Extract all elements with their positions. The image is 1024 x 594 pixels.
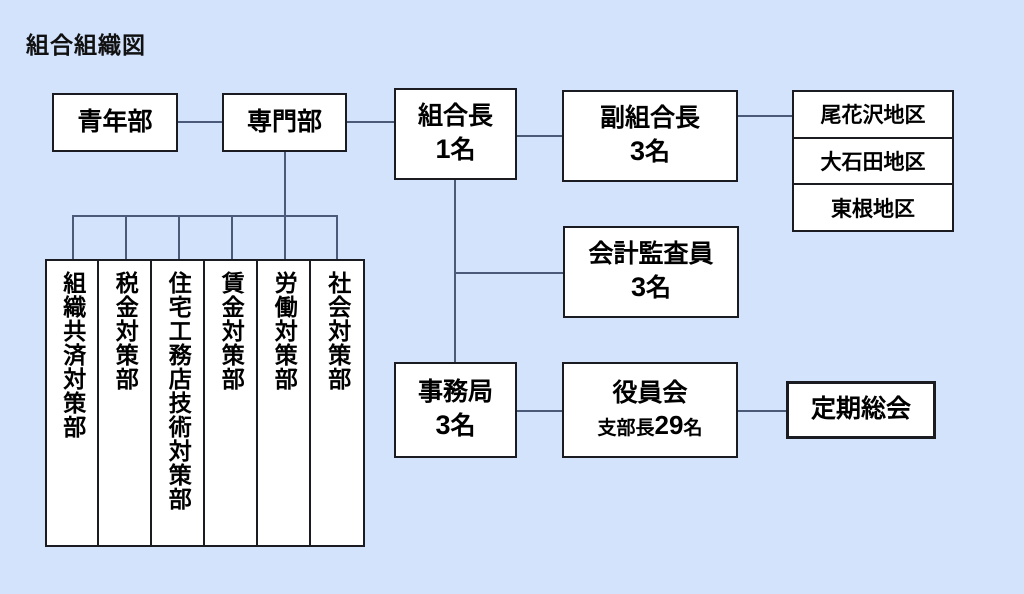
node-vice-chairman-count-unit: 名 [645, 137, 671, 166]
department-cell-3[interactable]: 住宅工務店技術対策部 [152, 261, 205, 545]
connector-specialist-drop [284, 152, 286, 216]
connector-department-drop-3 [178, 215, 180, 260]
department-label-3: 住宅工務店技術対策部 [165, 271, 192, 511]
department-label-6: 社会対策部 [324, 271, 351, 391]
node-chairman-count-unit: 名 [450, 135, 476, 164]
connector-department-drop-5 [284, 215, 286, 260]
district-group: 尾花沢地区 大石田地区 東根地区 [792, 90, 954, 232]
node-vice-chairman-count-number: 3 [629, 135, 645, 166]
node-board-sub-label: 支部長 [597, 417, 655, 439]
page-title: 組合組織図 [26, 32, 146, 58]
node-auditor[interactable]: 会計監査員 3名 [563, 226, 739, 318]
node-chairman-title: 組合長 [417, 102, 493, 131]
node-secretariat[interactable]: 事務局 3名 [394, 362, 517, 458]
department-strip: 組織共済対策部 税金対策部 住宅工務店技術対策部 賃金対策部 労働対策部 社会対… [45, 259, 365, 547]
connector-board-to-meeting [738, 410, 786, 412]
node-secretariat-count-number: 3 [435, 409, 451, 440]
node-auditor-count-number: 3 [630, 271, 646, 302]
node-auditor-title: 会計監査員 [588, 240, 714, 269]
connector-youth-to-specialist [178, 121, 224, 123]
connector-department-drop-1 [72, 215, 74, 260]
node-specialist-division[interactable]: 専門部 [222, 93, 347, 152]
connector-secretariat-to-board [517, 410, 563, 412]
department-label-2: 税金対策部 [112, 271, 139, 391]
district-row-1[interactable]: 尾花沢地区 [794, 92, 952, 139]
node-youth-division[interactable]: 青年部 [52, 93, 178, 152]
node-board-sub-number: 29 [654, 409, 684, 440]
node-vice-chairman-title: 副組合長 [599, 104, 700, 133]
node-secretariat-title: 事務局 [417, 378, 493, 407]
node-chairman[interactable]: 組合長 1名 [394, 88, 517, 180]
node-vice-chairman-count: 3名 [630, 136, 670, 168]
connector-chairman-to-vice [517, 135, 563, 137]
node-vice-chairman[interactable]: 副組合長 3名 [562, 90, 738, 182]
connector-specialist-to-chairman [347, 121, 395, 123]
node-general-meeting-label: 定期総会 [810, 395, 911, 424]
connector-department-drop-2 [125, 215, 127, 260]
department-label-1: 組織共済対策部 [59, 271, 86, 439]
node-board[interactable]: 役員会 支部長29名 [562, 362, 738, 458]
node-secretariat-count-unit: 名 [450, 411, 476, 440]
department-cell-5[interactable]: 労働対策部 [258, 261, 311, 545]
department-cell-1[interactable]: 組織共済対策部 [47, 261, 99, 545]
connector-department-drop-4 [231, 215, 233, 260]
node-chairman-count-number: 1 [435, 133, 451, 164]
node-youth-division-label: 青年部 [77, 107, 153, 136]
connector-trunk-to-auditor [454, 272, 563, 274]
connector-department-bus [72, 215, 338, 217]
node-board-title: 役員会 [612, 379, 688, 408]
node-general-meeting[interactable]: 定期総会 [786, 381, 936, 439]
connector-department-drop-6 [336, 215, 338, 260]
node-auditor-count-unit: 名 [646, 273, 672, 302]
node-specialist-division-label: 専門部 [246, 107, 322, 136]
department-label-4: 賃金対策部 [218, 271, 245, 391]
district-row-3[interactable]: 東根地区 [831, 197, 915, 221]
node-board-subtitle: 支部長29名 [598, 410, 703, 441]
department-cell-2[interactable]: 税金対策部 [99, 261, 152, 545]
district-row-2[interactable]: 大石田地区 [794, 139, 952, 186]
node-secretariat-count: 3名 [435, 410, 475, 442]
department-label-5: 労働対策部 [271, 271, 298, 391]
department-cell-6[interactable]: 社会対策部 [311, 261, 363, 545]
node-auditor-count: 3名 [631, 272, 671, 304]
department-cell-4[interactable]: 賃金対策部 [205, 261, 258, 545]
node-chairman-count: 1名 [435, 134, 475, 166]
connector-vice-to-districts [738, 115, 792, 117]
node-board-sub-unit: 名 [683, 417, 703, 439]
